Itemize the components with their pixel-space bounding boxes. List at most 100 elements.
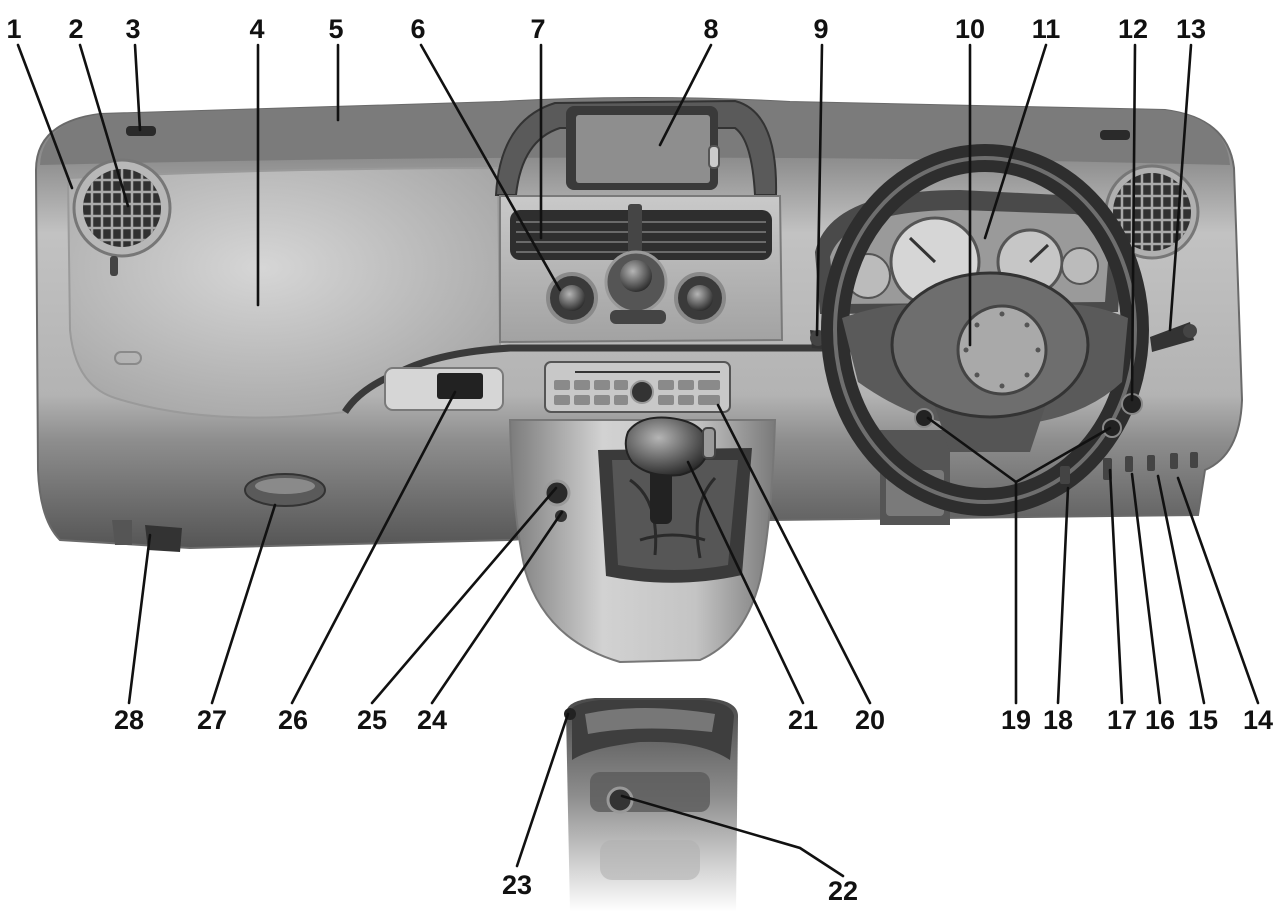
leader-line-25	[370, 486, 558, 705]
dashboard-foot-left	[112, 520, 132, 545]
callout-label-9: 9	[813, 14, 828, 44]
heating-knob-center-cap	[620, 260, 652, 292]
airbag-logo	[114, 351, 142, 365]
screen-button	[708, 145, 720, 169]
vent-adjuster	[110, 256, 118, 276]
speaker-grille-left	[126, 126, 156, 136]
hazard-switch	[628, 204, 642, 264]
gear-lever-knob	[624, 416, 710, 477]
leader-line-26	[290, 390, 457, 705]
steering-wheel-rim-highlight	[833, 156, 1137, 504]
leader-line-13	[1168, 43, 1193, 332]
callout-label-25: 25	[357, 705, 387, 735]
callout-label-27: 27	[197, 705, 227, 735]
radio-buttons	[554, 380, 720, 405]
fuel-gauge	[1061, 247, 1099, 285]
callout-label-18: 18	[1043, 705, 1073, 735]
heating-knob-left-cap	[559, 285, 585, 311]
gear-boot	[612, 460, 738, 570]
cruise-control-button-right	[1102, 418, 1122, 438]
speaker-grille-right	[1100, 130, 1130, 140]
switch-14	[1170, 453, 1178, 469]
rev-counter-needle	[1028, 243, 1050, 264]
leader-line-27	[210, 503, 277, 705]
console-switch	[543, 479, 571, 507]
callout-label-13: 13	[1176, 14, 1206, 44]
multimedia-screen	[576, 115, 710, 183]
callout-label-20: 20	[855, 705, 885, 735]
callout-label-28: 28	[114, 705, 144, 735]
dashboard-foot-right	[145, 525, 182, 552]
stalk-right	[1150, 322, 1194, 352]
callout-label-2: 2	[68, 14, 83, 44]
leader-line-1	[16, 43, 74, 190]
callout-label-3: 3	[125, 14, 140, 44]
leader-line-23	[515, 712, 570, 868]
callout-label-14: 14	[1243, 705, 1273, 735]
leader-line-12	[1130, 43, 1137, 402]
switch-15	[1147, 455, 1155, 471]
callout-label-24: 24	[417, 705, 447, 735]
leader-line-28	[127, 533, 152, 705]
callout-label-1: 1	[6, 14, 21, 44]
callout-label-19: 19	[1001, 705, 1031, 735]
leader-line-2	[78, 43, 130, 208]
wiper-stalk	[1150, 322, 1197, 352]
armrest-lid-top	[585, 708, 715, 734]
leader-line-16	[1130, 472, 1162, 705]
callout-label-12: 12	[1118, 14, 1148, 44]
leader-line-14	[1176, 476, 1260, 705]
callout-label-10: 10	[955, 14, 985, 44]
radio-unit	[544, 361, 731, 413]
driver-airbag-cover	[956, 304, 1048, 396]
leader-line-15	[1156, 474, 1206, 705]
leader-line-20	[716, 403, 872, 705]
leader-line-3	[133, 43, 142, 132]
callout-label-4: 4	[249, 14, 264, 44]
leader-line-9	[815, 43, 824, 337]
lower-console	[508, 416, 777, 664]
cruise-control-button-left	[914, 408, 934, 428]
callout-label-17: 17	[1107, 705, 1137, 735]
leader-lines	[16, 43, 1260, 878]
callout-label-26: 26	[278, 705, 308, 735]
leader-line-18	[1056, 486, 1070, 705]
callout-label-16: 16	[1145, 705, 1175, 735]
gear-lever-shaft	[650, 462, 672, 524]
air-vent-left	[72, 158, 172, 276]
dashboard-switch	[437, 373, 483, 399]
callout-label-11: 11	[1032, 14, 1061, 44]
leader-line-17	[1108, 468, 1124, 705]
switch-18	[1060, 466, 1070, 484]
leader-line-21	[686, 460, 805, 705]
accessory-socket	[606, 786, 634, 814]
radio-volume-knob	[630, 380, 654, 404]
callout-label-8: 8	[703, 14, 718, 44]
reverse-gear-ring	[702, 427, 716, 459]
center-stack	[499, 195, 784, 344]
stalk-right-tip	[1183, 324, 1197, 338]
leader-line-24	[430, 510, 564, 705]
switch-16	[1125, 456, 1133, 472]
leader-line-8	[658, 43, 713, 147]
callout-label-5: 5	[328, 14, 343, 44]
callout-label-15: 15	[1188, 705, 1218, 735]
callout-label-22: 22	[828, 876, 858, 906]
airbag-cover-dots	[963, 311, 1041, 389]
steering-wheel	[821, 144, 1149, 516]
callout-label-21: 21	[788, 705, 818, 735]
callout-label-7: 7	[530, 14, 545, 44]
speedometer-needle	[908, 236, 937, 264]
leader-line-11	[983, 43, 1048, 240]
glovebox-handle-recess	[255, 478, 315, 494]
callout-labels: 1 2 3 4 5 6 7 8 9 10 11 12 13 14 15 16 1…	[6, 14, 1273, 906]
switch-extra	[1190, 452, 1198, 468]
multimedia-hood	[494, 99, 778, 196]
callout-label-23: 23	[502, 870, 532, 900]
leader-line-22	[620, 794, 845, 878]
callout-label-6: 6	[410, 14, 425, 44]
climate-buttons	[610, 310, 666, 324]
inset-cup-holder	[600, 840, 700, 880]
leader-line-6	[419, 43, 562, 292]
